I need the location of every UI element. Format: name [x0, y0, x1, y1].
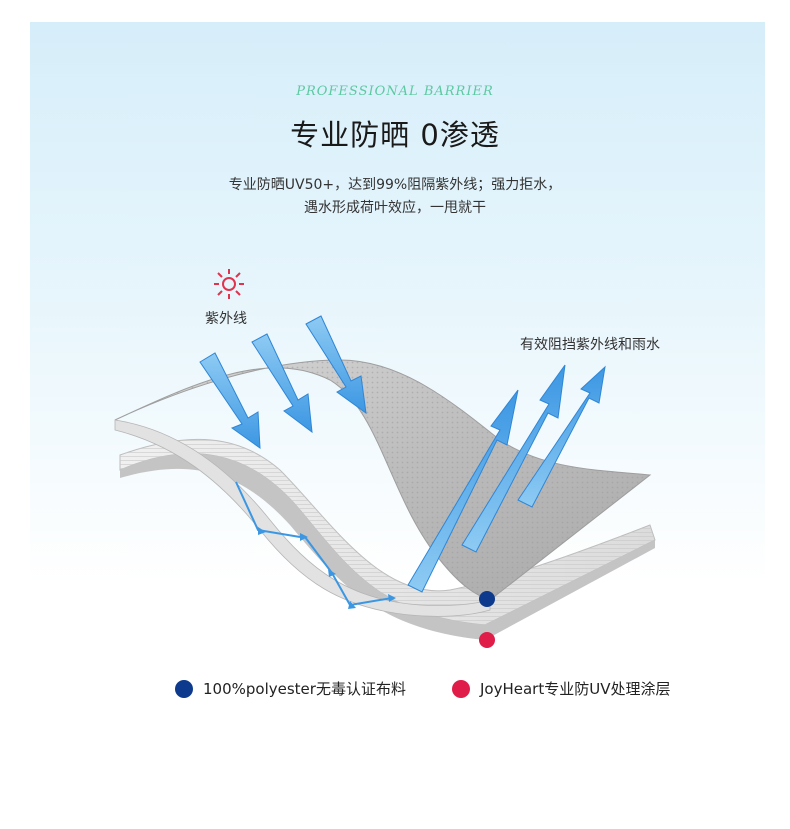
legend-item-fabric: 100%polyester无毒认证布料 [175, 678, 406, 699]
coating-layer-marker [479, 632, 495, 648]
protection-label: 有效阻挡紫外线和雨水 [520, 337, 660, 353]
legend-item-coating: JoyHeart专业防UV处理涂层 [452, 678, 670, 699]
sun-icon [214, 269, 244, 299]
legend-text-coating: JoyHeart专业防UV处理涂层 [480, 680, 671, 698]
fabric-dot-icon [175, 679, 193, 698]
description-line-1: 专业防晒UV50+，达到99%阻隔紫外线；强力拒水， [228, 177, 562, 193]
uv-label: 紫外线 [205, 311, 247, 327]
coating-dot-icon [452, 679, 470, 698]
reflected-arrows-up [407, 364, 606, 593]
english-subtitle: PROFESSIONAL BARRIER [296, 84, 494, 99]
description-line-2: 遇水形成荷叶效应，一甩就干 [304, 200, 486, 216]
page-title: 专业防晒 0渗透 [290, 118, 500, 152]
fabric-layer-marker [479, 591, 495, 607]
uv-arrows-down [199, 315, 367, 450]
legend-text-fabric: 100%polyester无毒认证布料 [203, 680, 406, 698]
description: 专业防晒UV50+，达到99%阻隔紫外线；强力拒水， 遇水形成荷叶效应，一甩就干 [0, 174, 790, 220]
deflected-arrows [235, 481, 396, 609]
